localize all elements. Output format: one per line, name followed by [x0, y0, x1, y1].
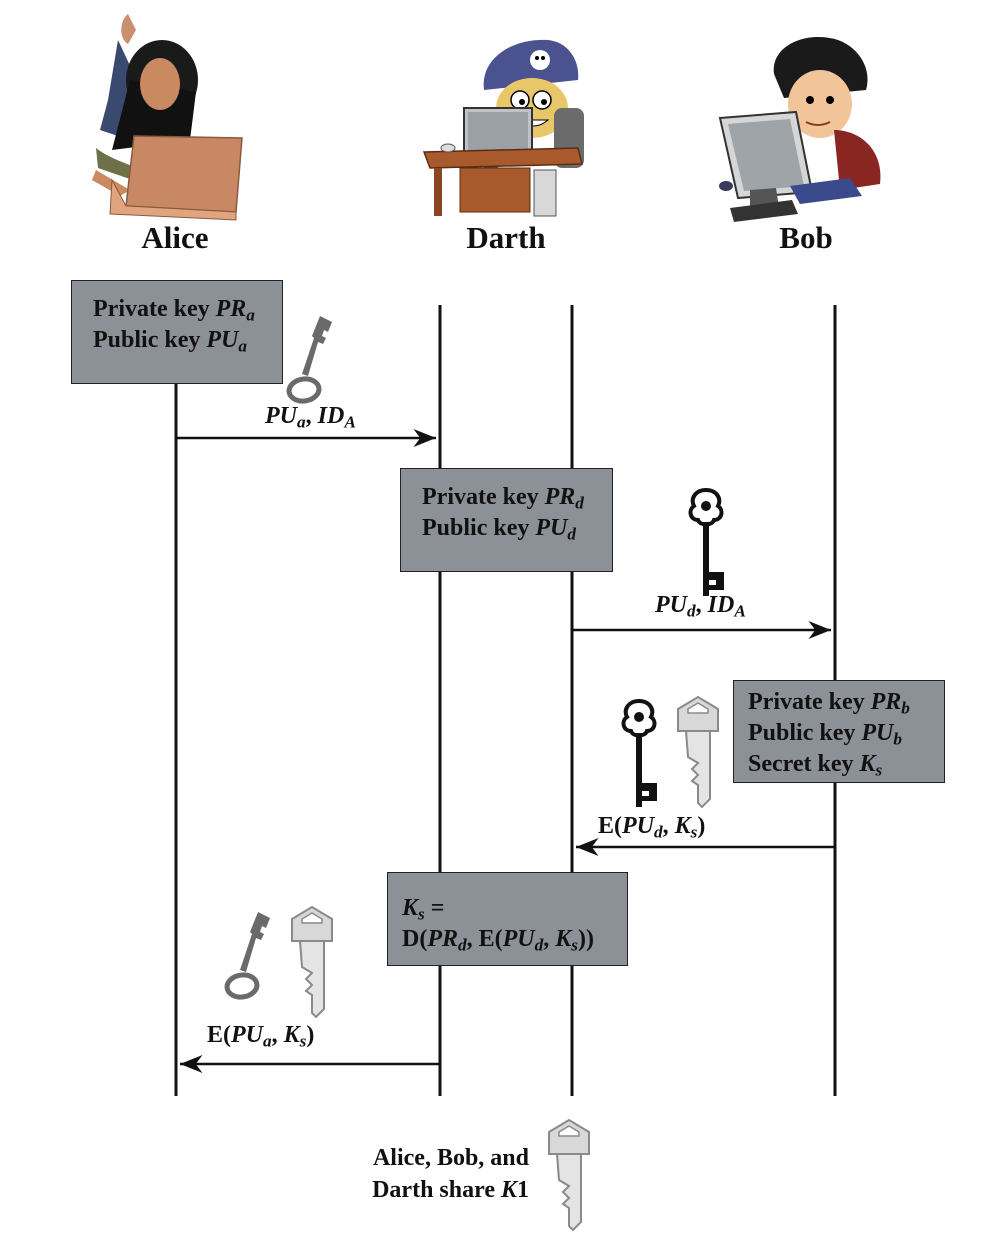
bob-private-key-line: Private key PRb: [748, 689, 910, 718]
darth-private-key-line: Private key PRd: [422, 484, 584, 513]
shared-key-caption: Alice, Bob, and Darth share K1: [372, 1145, 529, 1203]
message-label-2: PUd, IDA: [655, 592, 746, 621]
darth-compute-box: Ks = D(PRd, E(PUd, Ks)): [387, 872, 628, 966]
actor-label-darth: Darth: [466, 220, 546, 255]
message-label-1: PUa, IDA: [265, 403, 356, 432]
skeleton-key-gray-icon: [226, 912, 270, 999]
skeleton-key-gray-icon: [288, 316, 332, 403]
ornate-key-black-icon: [688, 488, 726, 598]
silver-key-icon: [548, 1119, 590, 1231]
bob-public-key-line: Public key PUb: [748, 720, 902, 749]
alice-private-key-line: Private key PRa: [93, 296, 255, 325]
message-label-3: E(PUd, Ks): [598, 813, 706, 842]
darth-key-box: Private key PRd Public key PUd: [400, 468, 613, 572]
actor-label-alice: Alice: [141, 220, 209, 255]
darth-public-key-line: Public key PUd: [422, 515, 576, 544]
alice-public-key-line: Public key PUa: [93, 327, 247, 356]
bob-illustration: [718, 37, 881, 222]
message-label-4: E(PUa, Ks): [207, 1022, 315, 1051]
darth-ks-line: Ks =: [402, 895, 445, 924]
ornate-key-black-icon: [621, 699, 659, 809]
darth-illustration: [422, 39, 584, 217]
bob-secret-key-line: Secret key Ks: [748, 751, 883, 780]
bob-key-box: Private key PRb Public key PUb Secret ke…: [733, 680, 945, 783]
actor-label-bob: Bob: [779, 220, 833, 255]
alice-illustration: [92, 14, 243, 221]
alice-key-box: Private key PRa Public key PUa: [71, 280, 283, 384]
darth-decrypt-line: D(PRd, E(PUd, Ks)): [402, 926, 595, 955]
silver-key-icon: [677, 696, 719, 808]
silver-key-icon: [291, 906, 333, 1018]
